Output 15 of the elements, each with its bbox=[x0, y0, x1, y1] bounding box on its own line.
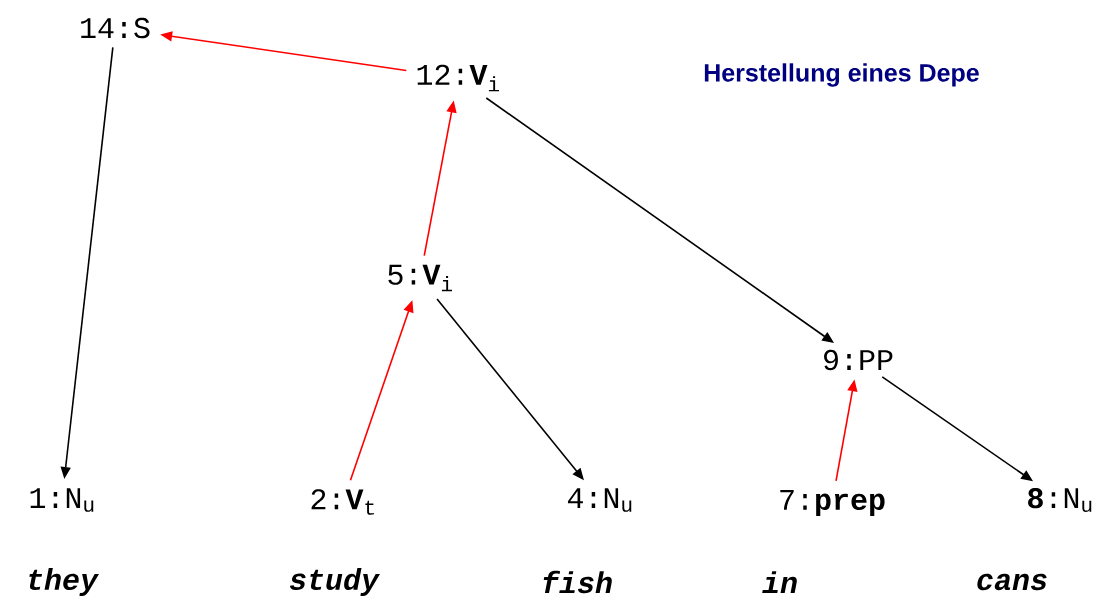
category-label: 12:V$_{i}$ bbox=[417, 64, 499, 92]
category-label: 2:V$_{t}$ bbox=[311, 489, 374, 515]
category-label: 5:V$_{i}$ bbox=[388, 264, 452, 292]
word: fish bbox=[543, 570, 612, 594]
category-label: 14:S bbox=[81, 17, 150, 39]
word: in bbox=[762, 571, 797, 593]
category-label: 7:prep bbox=[780, 490, 885, 516]
category-label: 1:N$_{u}$ bbox=[30, 488, 94, 512]
category-label: 8:N$_{u}$ bbox=[1028, 488, 1092, 512]
word: cans bbox=[977, 573, 1047, 591]
word: study bbox=[290, 568, 380, 596]
category-label: 4:N$_{u}$ bbox=[567, 488, 632, 512]
title: Herstellung eines Depe bbox=[704, 63, 979, 87]
category-label: 9:PP bbox=[824, 349, 893, 371]
word: they bbox=[29, 568, 99, 596]
